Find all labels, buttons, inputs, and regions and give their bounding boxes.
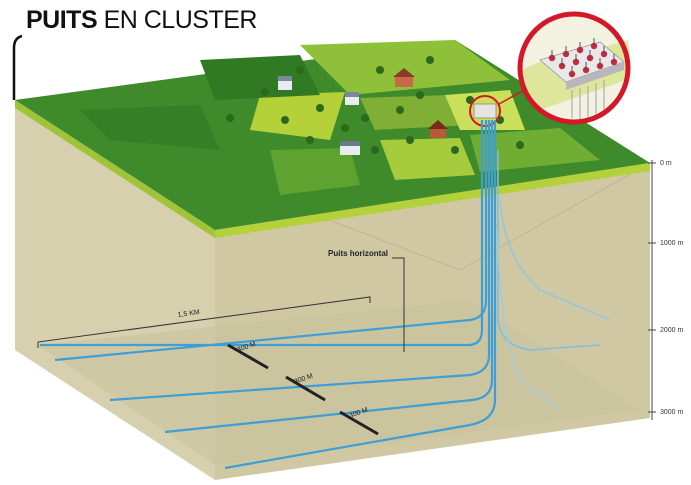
house [428, 120, 448, 138]
length-bracket [37, 296, 371, 348]
field-patch [300, 40, 510, 95]
depth-tick-2000: 2000 m [660, 327, 684, 334]
grass-edge-side [215, 163, 650, 238]
field-patch [360, 95, 470, 130]
depth-tick-3000: 3000 m [660, 409, 684, 416]
well-bore [224, 120, 497, 470]
well-bore [497, 150, 601, 351]
tree-cluster [226, 56, 524, 154]
house [393, 68, 415, 87]
house [340, 141, 360, 155]
figure-title: PUITS EN CLUSTER [26, 6, 257, 35]
title-bold: PUITS [26, 6, 98, 34]
field-patch [270, 148, 360, 195]
depth-tick-1000: 1000 m [660, 240, 684, 247]
well-bore [109, 120, 491, 402]
well-bore [499, 199, 611, 321]
callout-ring [517, 11, 631, 125]
well-bore [496, 229, 561, 411]
field-patch [470, 128, 600, 172]
field-patch [380, 138, 475, 180]
length-label: 1,5 KM [177, 309, 200, 319]
house [345, 92, 359, 105]
horizontal-well-label: Puits horizontal [328, 249, 388, 258]
grass-edge-front [15, 100, 215, 238]
zoom-callout [517, 11, 631, 125]
title-bracket [12, 34, 23, 100]
well-bore [164, 120, 494, 434]
horizontal-well-leader [392, 257, 405, 352]
well-bore [54, 120, 488, 362]
field-patch [80, 105, 220, 150]
house [278, 76, 292, 90]
field-patch [250, 92, 345, 140]
depth-scale: 0 m 1000 m 2000 m 3000 m [648, 160, 684, 420]
well-bundle [40, 120, 611, 470]
depth-tick-0: 0 m [660, 160, 672, 167]
title-light: EN CLUSTER [103, 6, 258, 34]
field-patch [200, 55, 320, 100]
well-bore [40, 120, 484, 347]
